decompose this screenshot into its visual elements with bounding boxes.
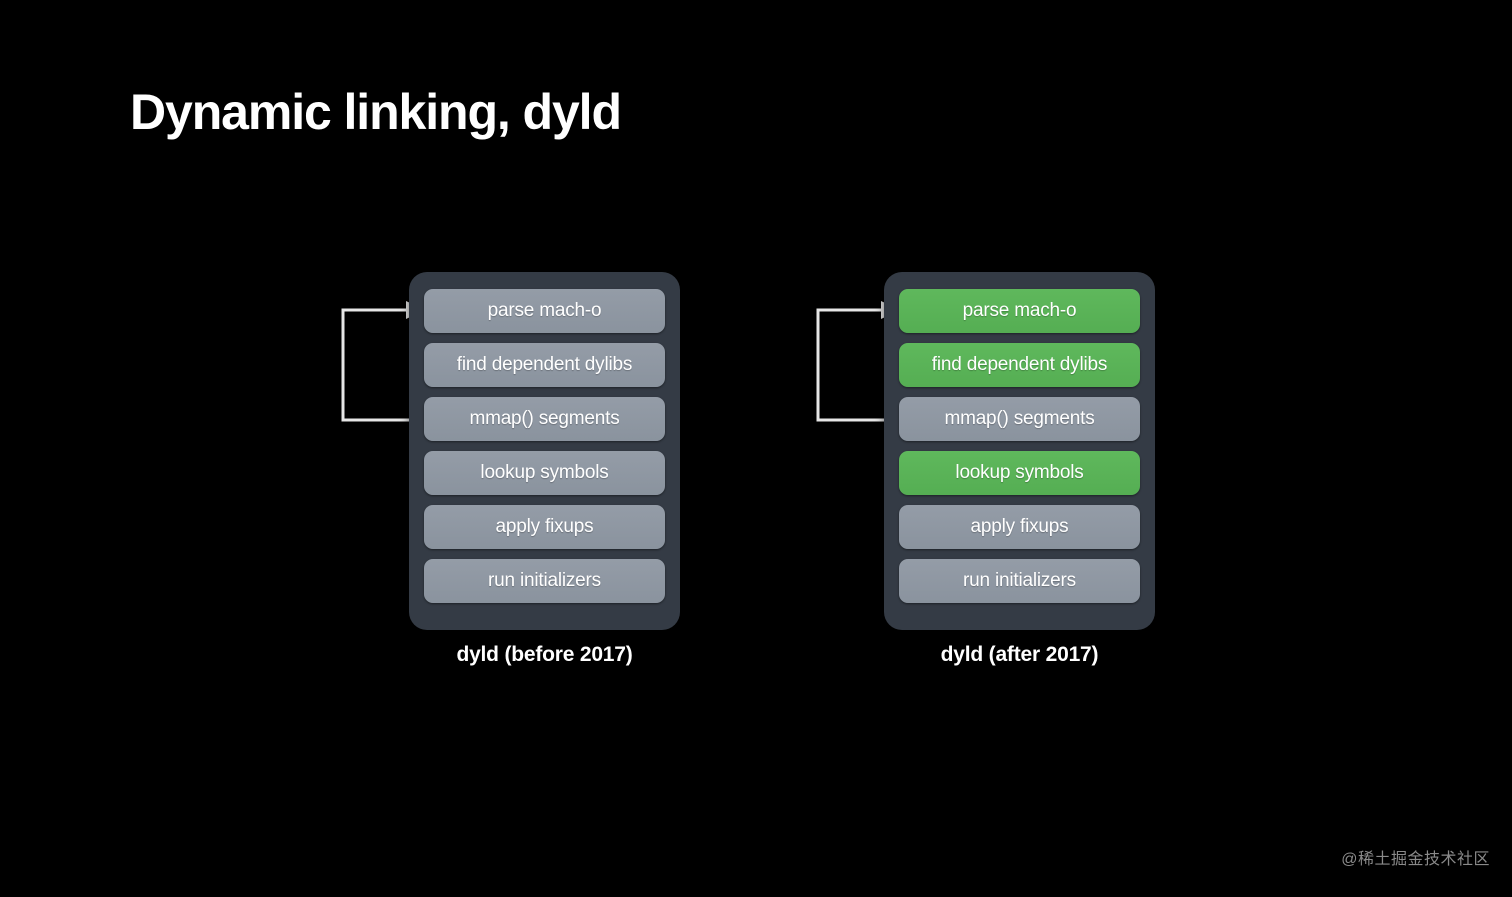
step-parse-mach-o[interactable]: parse mach-o <box>899 289 1140 333</box>
step-list-before-2017: parse mach-o find dependent dylibs mmap(… <box>409 272 680 630</box>
step-mmap-segments[interactable]: mmap() segments <box>899 397 1140 441</box>
step-parse-mach-o[interactable]: parse mach-o <box>424 289 665 333</box>
watermark: @稀土掘金技术社区 <box>1341 851 1490 868</box>
step-run-initializers[interactable]: run initializers <box>424 559 665 603</box>
step-lookup-symbols[interactable]: lookup symbols <box>424 451 665 495</box>
step-lookup-symbols[interactable]: lookup symbols <box>899 451 1140 495</box>
step-run-initializers[interactable]: run initializers <box>899 559 1140 603</box>
step-find-dependent-dylibs[interactable]: find dependent dylibs <box>424 343 665 387</box>
step-find-dependent-dylibs[interactable]: find dependent dylibs <box>899 343 1140 387</box>
diagram-caption-before-2017: dyld (before 2017) <box>456 643 633 666</box>
step-list-after-2017: parse mach-o find dependent dylibs mmap(… <box>884 272 1155 630</box>
page-title: Dynamic linking, dyld <box>130 84 622 140</box>
diagram-caption-after-2017: dyld (after 2017) <box>940 643 1099 666</box>
diagram-container: parse mach-o find dependent dylibs mmap(… <box>0 265 1512 685</box>
step-apply-fixups[interactable]: apply fixups <box>899 505 1140 549</box>
step-apply-fixups[interactable]: apply fixups <box>424 505 665 549</box>
step-mmap-segments[interactable]: mmap() segments <box>424 397 665 441</box>
